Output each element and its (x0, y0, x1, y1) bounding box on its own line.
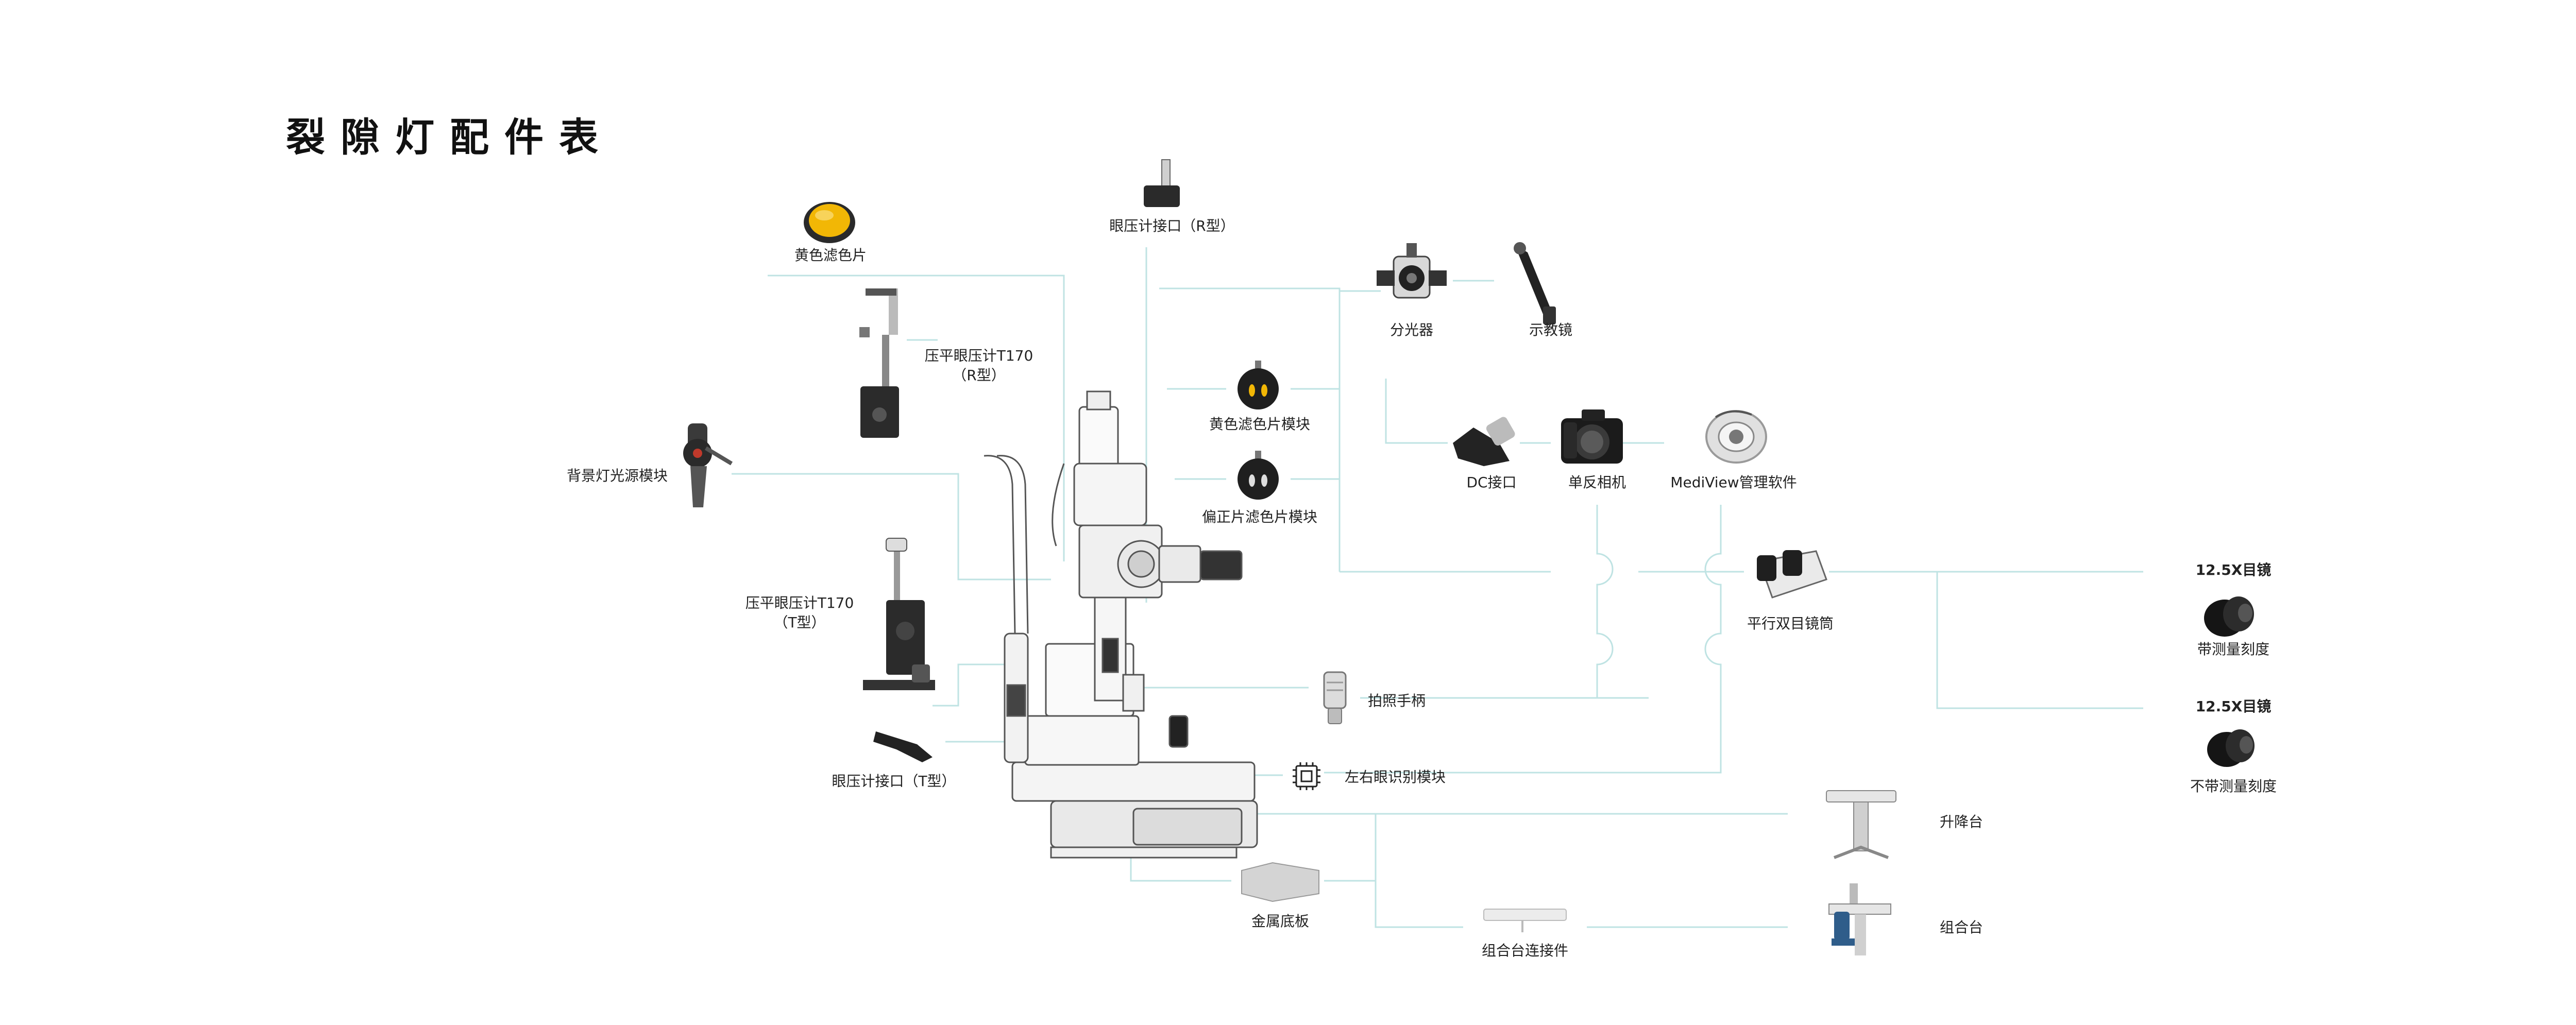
teaching-scope-label: 示教镜 (1529, 321, 1573, 338)
applanation-r-name: 压平眼压计T170 (924, 347, 1033, 364)
tonometer-port-r-icon (1144, 159, 1180, 207)
tonometer-port-r-label: 眼压计接口（R型） (1109, 217, 1235, 234)
applanation-r-type: （R型） (952, 367, 1006, 384)
beam-splitter-icon (1377, 243, 1447, 299)
polarizer-module-label: 偏正片滤色片模块 (1201, 508, 1318, 525)
binocular-tube-label: 平行双目镜筒 (1747, 615, 1834, 632)
yellow-filter-label: 黄色滤色片 (794, 247, 867, 264)
slr-camera-icon (1561, 409, 1623, 464)
eyepiece-2-icon (2207, 729, 2255, 767)
photo-handle-icon (1323, 671, 1347, 724)
dc-adapter-icon (1453, 417, 1515, 466)
photo-handle-label: 拍照手柄 (1368, 692, 1426, 709)
metal-base-label: 金属底板 (1251, 913, 1310, 930)
slit-lamp-main-drawing (984, 390, 1258, 859)
combo-connector-label: 组合台连接件 (1481, 942, 1569, 959)
metal-base-icon (1241, 862, 1319, 902)
background-light-label: 背景灯光源模块 (567, 467, 668, 484)
lift-table-icon (1826, 790, 1896, 859)
applanation-t-label: 压平眼压计T170 （T型） (745, 593, 854, 633)
mediview-label: MediView管理软件 (1670, 474, 1797, 491)
lr-module-label: 左右眼识别模块 (1345, 768, 1446, 785)
combo-table-label: 组合台 (1940, 919, 1984, 936)
applanation-t-name: 压平眼压计T170 (745, 594, 854, 611)
combo-table-icon (1828, 883, 1891, 955)
dc-adapter-label: DC接口 (1466, 474, 1517, 491)
yellow-filter-module-label: 黄色滤色片模块 (1209, 416, 1311, 433)
yellow-filter-module-icon (1238, 361, 1279, 409)
tonometer-port-t-label: 眼压计接口（T型） (832, 773, 956, 790)
yellow-filter-icon (804, 202, 855, 243)
teaching-scope-icon (1514, 242, 1556, 324)
beam-splitter-label: 分光器 (1389, 321, 1434, 338)
eyepiece-1-sublabel: 带测量刻度 (2197, 641, 2270, 658)
combo-connector-icon (1483, 909, 1567, 932)
chip-icon (1293, 762, 1320, 790)
binocular-tube-icon (1757, 550, 1827, 599)
background-light-icon (683, 423, 733, 507)
applanation-r-label: 压平眼压计T170 （R型） (925, 346, 1033, 385)
eyepiece-2-label: 12.5X目镜 (2195, 698, 2272, 715)
slr-camera-label: 单反相机 (1568, 474, 1626, 491)
lift-table-label: 升降台 (1940, 813, 1984, 830)
mediview-software-icon (1705, 410, 1767, 464)
eyepiece-1-icon (2204, 596, 2254, 637)
polarizer-module-icon (1238, 451, 1279, 500)
applanation-tonometer-r-icon (859, 288, 899, 438)
applanation-t-type: （T型） (773, 614, 826, 631)
page-title: 裂隙灯配件表 (286, 114, 614, 160)
applanation-tonometer-t-icon (863, 538, 935, 690)
eyepiece-1-label: 12.5X目镜 (2195, 561, 2272, 578)
eyepiece-2-sublabel: 不带测量刻度 (2190, 778, 2277, 795)
tonometer-port-t-icon (873, 731, 933, 762)
